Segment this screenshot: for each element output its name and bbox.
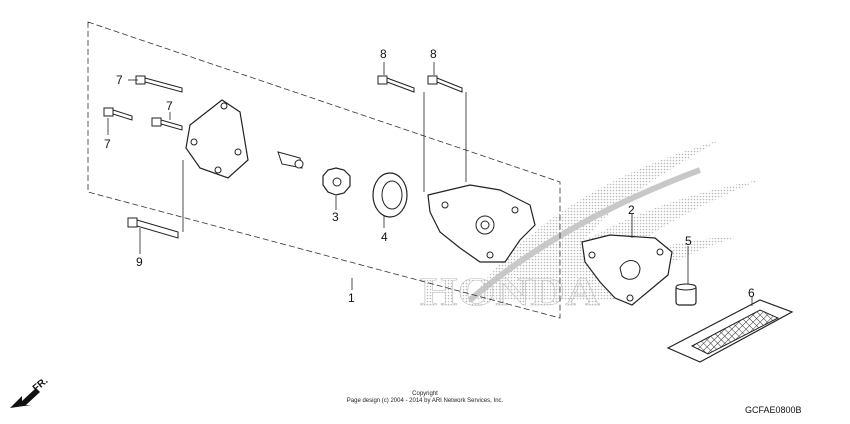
callout-6: 6 xyxy=(748,286,755,300)
pump-plate xyxy=(581,234,673,306)
bolt-8-right xyxy=(427,75,463,93)
bolt-7-left xyxy=(103,107,133,121)
callout-8-left: 8 xyxy=(380,47,387,61)
callout-8-right: 8 xyxy=(430,47,437,61)
pump-cover xyxy=(185,99,249,179)
diagram-code: GCFAE0800B xyxy=(745,405,802,415)
collar xyxy=(675,283,697,306)
callout-7-left: 7 xyxy=(104,137,111,151)
bolt-8-left xyxy=(377,75,415,93)
callout-7-mid: 7 xyxy=(166,99,173,113)
pump-body xyxy=(427,184,536,263)
callout-9: 9 xyxy=(136,255,143,269)
watermark-text: HONDA xyxy=(420,269,600,314)
outer-rotor xyxy=(372,172,408,218)
callout-4: 4 xyxy=(381,230,388,244)
callout-2: 2 xyxy=(628,203,635,217)
pump-shaft xyxy=(277,151,304,169)
copyright-line2: Page design (c) 2004 - 2014 by ARI Netwo… xyxy=(347,398,504,404)
callout-1: 1 xyxy=(348,291,355,305)
inner-rotor xyxy=(322,167,351,196)
honda-wing-watermark xyxy=(468,140,760,303)
callout-3: 3 xyxy=(332,210,339,224)
oil-strainer xyxy=(666,299,794,363)
front-arrow-icon xyxy=(10,388,40,408)
assembly-outline xyxy=(87,21,561,319)
bolt-7-top xyxy=(135,75,183,93)
bolt-7-mid xyxy=(151,117,183,131)
bolt-9 xyxy=(127,217,179,239)
copyright-line1: Copyright xyxy=(412,391,438,397)
callout-5: 5 xyxy=(685,234,692,248)
callout-7-top: 7 xyxy=(116,73,123,87)
